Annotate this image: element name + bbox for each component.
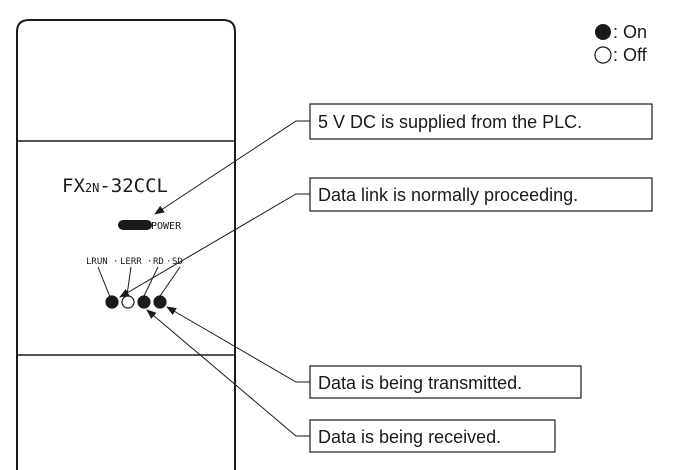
callout-sd: Data is being transmitted. (166, 306, 582, 399)
power-label: POWER (151, 221, 182, 232)
leader-sd (159, 266, 181, 297)
led-sd (153, 295, 167, 309)
legend: : On : Off (594, 22, 648, 65)
callout-lrun-text: Data link is normally proceeding. (318, 185, 578, 205)
callout-sd-box (309, 365, 582, 399)
model-suffix: -32CCL (99, 175, 168, 197)
plc-module: FX2N-32CCL POWER LRUN · LERR · RD · SD (16, 19, 236, 470)
callout-rd-box (309, 419, 556, 453)
callout-sd-text: Data is being transmitted. (318, 373, 522, 393)
led-label-row: LRUN · LERR · RD · SD (86, 257, 183, 267)
legend-on-symbol (595, 24, 611, 40)
leader-lrun (97, 266, 111, 298)
model-prefix: FX (62, 175, 85, 197)
leader-rd (143, 266, 159, 297)
callout-lrun-box (309, 177, 653, 212)
led-sep-3: · (166, 257, 171, 267)
callout-power-arrow (154, 120, 310, 215)
callout-sd-arrow (166, 306, 310, 383)
legend-off-symbol (594, 46, 612, 64)
led-label-sd: SD (172, 257, 183, 267)
led-label-rd: RD (153, 257, 164, 267)
power-led (118, 220, 152, 230)
callout-rd-arrow (146, 309, 310, 437)
led-sep-2: · (147, 257, 152, 267)
callout-rd-text: Data is being received. (318, 427, 501, 447)
callout-power: 5 V DC is supplied from the PLC. (154, 103, 653, 215)
model-name: FX2N-32CCL (62, 175, 168, 197)
model-sub: 2N (85, 181, 99, 195)
callout-lrun: Data link is normally proceeding. (119, 177, 653, 298)
led-label-lrun: LRUN (86, 257, 108, 267)
callout-power-box (309, 103, 653, 140)
legend-on-label: : On (613, 22, 647, 42)
led-group (105, 295, 167, 309)
led-lrun (105, 295, 119, 309)
led-label-lerr: LERR (120, 257, 142, 267)
led-sep-1: · (113, 257, 118, 267)
module-outline (16, 19, 236, 470)
callout-lrun-arrow (119, 193, 310, 298)
led-rd (137, 295, 151, 309)
callout-rd: Data is being received. (146, 309, 556, 453)
led-lerr (121, 295, 135, 309)
led-leaders (97, 266, 181, 298)
legend-off-label: : Off (613, 45, 648, 65)
callout-power-text: 5 V DC is supplied from the PLC. (318, 112, 582, 132)
